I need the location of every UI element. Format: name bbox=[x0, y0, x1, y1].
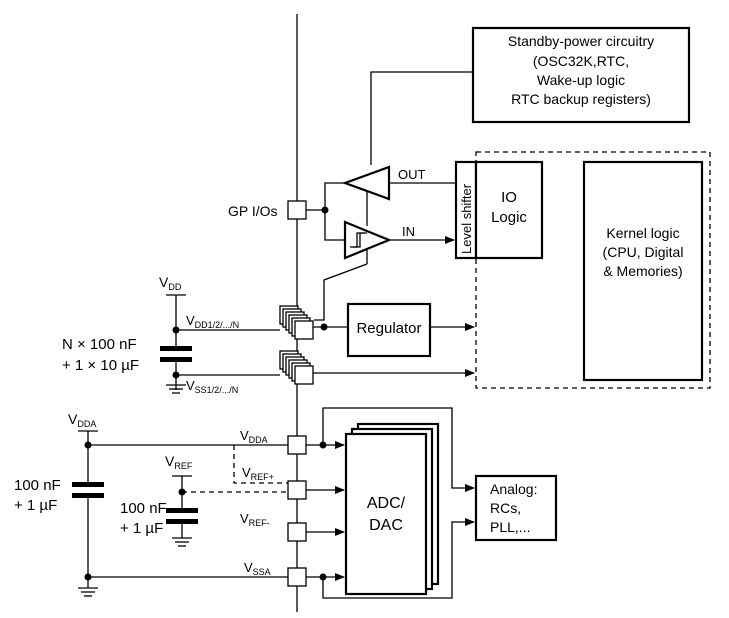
vdd-io-supply-wire bbox=[314, 263, 368, 321]
vss-pin-stack-6 bbox=[294, 365, 314, 385]
gp-io-pad bbox=[287, 200, 307, 220]
vref-plus-label: VREF+ bbox=[242, 465, 274, 482]
vref-plus-pin bbox=[287, 480, 307, 500]
decoupling-analog-2: + 1 µF bbox=[14, 497, 57, 514]
standby-power-box bbox=[471, 26, 691, 124]
gp-ios-label: GP I/Os bbox=[228, 203, 278, 219]
vssa-label: VSSA bbox=[244, 560, 271, 577]
vref-cap-plate-top bbox=[166, 508, 198, 513]
gp-io-out-wire bbox=[324, 182, 345, 210]
io-logic-label-2: Logic bbox=[491, 209, 527, 226]
vss-rail-label: VSS1/2/.../N bbox=[186, 378, 238, 395]
vdda-to-vref-dashed bbox=[233, 445, 288, 484]
vdda-main-label: VDDA bbox=[68, 411, 96, 429]
vdda-cap-plate-top bbox=[72, 482, 104, 487]
kernel-logic-box bbox=[582, 160, 704, 382]
decoupling-ref-1: 100 nF bbox=[120, 500, 167, 517]
out-label: OUT bbox=[398, 167, 426, 182]
kernel-logic-label-3: & Memories) bbox=[603, 263, 682, 279]
regulator-label: Regulator bbox=[356, 320, 421, 337]
standby-power-label-4: RTC backup registers) bbox=[511, 91, 651, 107]
regulator-box bbox=[346, 302, 432, 358]
core-domain-boundary bbox=[475, 151, 711, 389]
vdd-pin-stack-6 bbox=[294, 320, 314, 340]
vdda-analog-bus bbox=[322, 407, 475, 492]
schmitt-symbol-2 bbox=[353, 232, 367, 248]
vdd-main-label: VDD bbox=[159, 274, 182, 292]
gp-io-in-wire bbox=[324, 210, 345, 241]
analog-label-3: PLL,... bbox=[490, 519, 530, 535]
standby-power-label-2: (OSC32K,RTC, bbox=[533, 53, 629, 69]
vdda-pin bbox=[287, 435, 307, 455]
kernel-logic-label-2: (CPU, Digital bbox=[603, 244, 684, 260]
kernel-logic-label-1: Kernel logic bbox=[606, 225, 679, 241]
vref-minus-label: VREF- bbox=[240, 511, 270, 528]
standby-power-label-1: Standby-power circuitry bbox=[508, 33, 654, 49]
decoupling-main-1: N × 100 nF bbox=[62, 336, 137, 353]
adc-dac-box bbox=[344, 432, 428, 596]
vdd-cap-plate-top bbox=[160, 346, 192, 351]
io-logic-label-1: IO bbox=[501, 189, 517, 206]
analog-box bbox=[474, 474, 558, 542]
io-logic-box bbox=[474, 160, 544, 260]
adc-dac-label-1: ADC/ bbox=[367, 495, 406, 512]
analog-label-1: Analog: bbox=[490, 481, 537, 497]
vref-cap-plate-bottom bbox=[166, 519, 198, 524]
decoupling-ref-2: + 1 µF bbox=[120, 520, 163, 537]
adc-dac-label-2: DAC bbox=[369, 517, 403, 534]
vdd-rail-label: VDD1/2/.../N bbox=[186, 313, 239, 330]
decoupling-analog-1: 100 nF bbox=[14, 477, 61, 494]
standby-power-label-3: Wake-up logic bbox=[537, 72, 625, 88]
in-label: IN bbox=[402, 224, 415, 239]
vdda-pin-label: VDDA bbox=[240, 428, 268, 445]
level-shifter-label: Level shifter bbox=[459, 183, 474, 254]
vref-minus-pin bbox=[287, 522, 307, 542]
vssa-pin bbox=[287, 567, 307, 587]
vssa-analog-bus bbox=[322, 518, 475, 599]
vref-main-label: VREF bbox=[165, 453, 193, 471]
vdda-cap-plate-bottom bbox=[72, 493, 104, 498]
vdd-cap-plate-bottom bbox=[160, 357, 192, 362]
decoupling-main-2: + 1 × 10 µF bbox=[62, 357, 139, 374]
analog-label-2: RCs, bbox=[490, 500, 521, 516]
standby-supply-wire bbox=[370, 71, 473, 165]
